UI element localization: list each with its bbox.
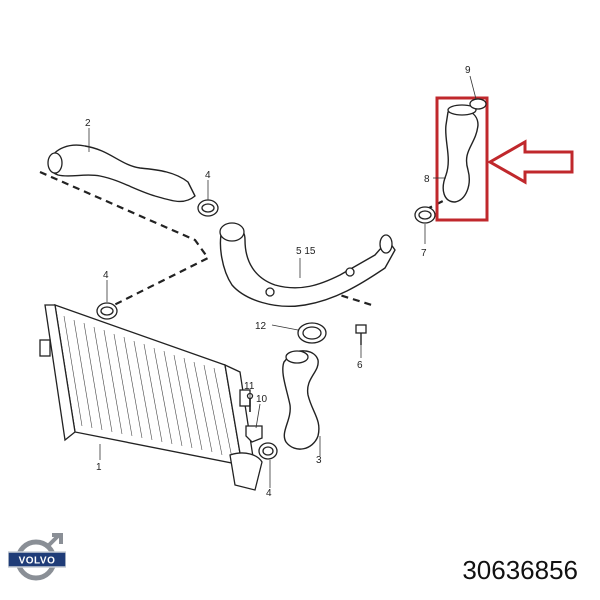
hose-3 <box>282 350 320 450</box>
dashed-line-left <box>39 170 210 313</box>
callout-7: 7 <box>421 248 427 259</box>
callout-12: 12 <box>255 321 267 332</box>
bracket-10 <box>245 425 263 443</box>
callout-1: 1 <box>96 462 102 473</box>
callout-9: 9 <box>465 65 471 76</box>
brand-wordmark: VOLVO <box>19 556 56 567</box>
pointer-arrow <box>486 139 574 185</box>
intercooler-radiator <box>39 304 263 491</box>
callout-4-middle: 4 <box>103 270 109 281</box>
callout-11: 11 <box>244 381 255 392</box>
volvo-logo: VOLVO <box>8 533 66 581</box>
callout-2: 2 <box>85 118 91 129</box>
callout-4-upper: 4 <box>205 170 211 181</box>
bolt-6 <box>355 324 367 345</box>
callout-10: 10 <box>256 394 268 405</box>
part-number: 30636856 <box>462 555 578 585</box>
hose-2 <box>48 144 196 203</box>
callout-4-lower: 4 <box>266 488 272 499</box>
pipe-5-15 <box>219 224 396 307</box>
callout-5-15: 5 15 <box>296 246 316 257</box>
hose-8 <box>442 108 479 203</box>
callout-6: 6 <box>357 360 363 371</box>
highlight-box <box>435 96 489 222</box>
callout-8: 8 <box>424 174 430 185</box>
leader-lines <box>88 75 477 488</box>
callout-3: 3 <box>316 455 322 466</box>
hose-2-end <box>47 152 63 174</box>
dashed-line-right <box>329 290 376 308</box>
clamp-9 <box>469 98 487 110</box>
